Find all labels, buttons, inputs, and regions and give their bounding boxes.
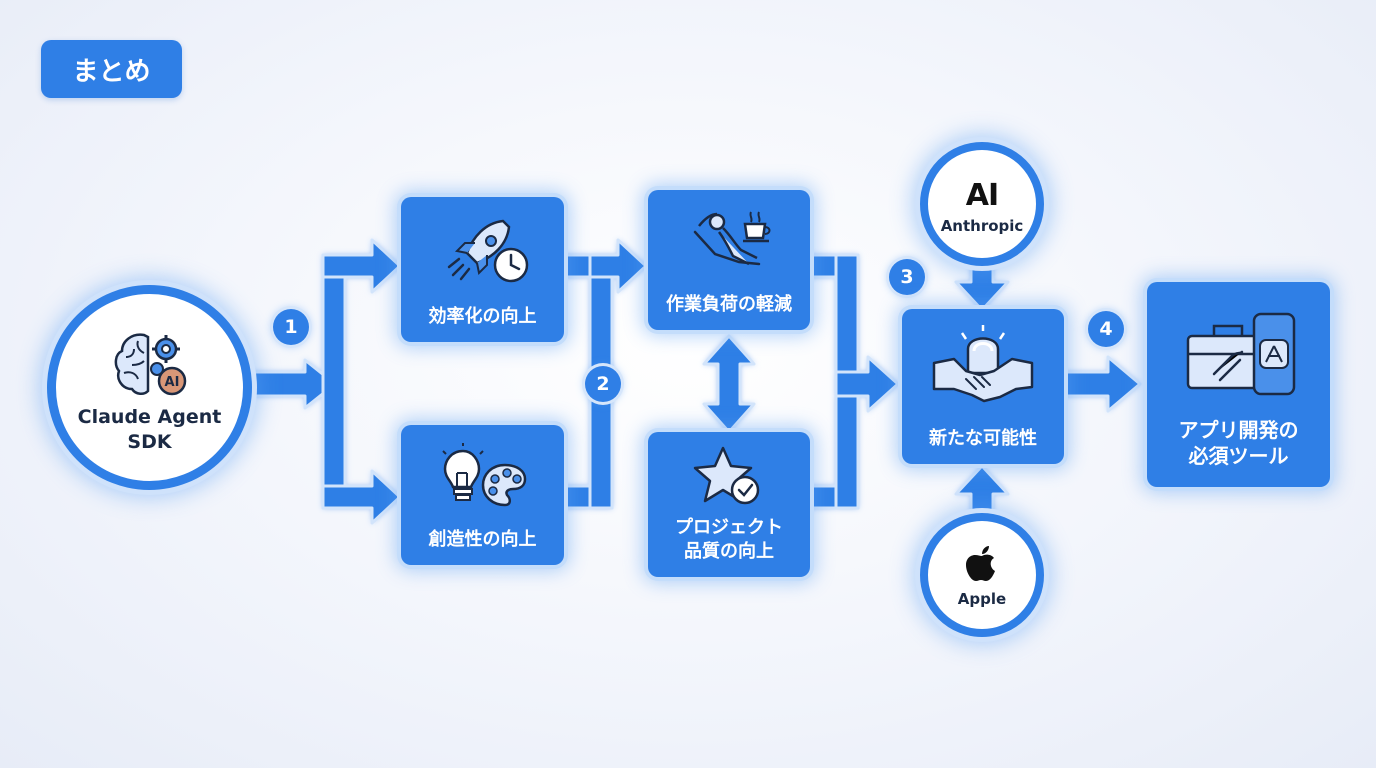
sdk-label: Claude Agent SDK [78,405,222,454]
relaxing-person-coffee-icon [648,204,810,274]
toolbox-phone-icon [1147,308,1330,398]
efficiency-label: 効率化の向上 [428,305,537,327]
creativity-node: 創造性の向上 [401,425,564,565]
step-number-3: 3 [889,259,925,295]
anthropic-node: AI Anthropic [920,142,1044,266]
apple-node: Apple [920,513,1044,637]
step-number-1: 1 [273,309,309,345]
sdk-label-line2: SDK [127,430,172,453]
arrow-to-tool [1062,355,1142,413]
rocket-clock-icon [401,215,564,285]
anthropic-logo: AI [965,177,999,213]
sdk-label-line1: Claude Agent [77,405,222,428]
double-arrow-workload-quality [702,334,756,434]
possibility-node: 新たな可能性 [902,309,1064,464]
sdk-ai-logo-text: AI [164,375,179,390]
sdk-node: AI Claude Agent SDK [47,285,252,490]
quality-node: プロジェクト 品質の向上 [648,432,810,577]
arrow-to-creativity [321,469,402,525]
arrow-to-efficiency [321,238,402,294]
workload-node: 作業負荷の軽減 [648,190,810,330]
branch-bar-left [321,258,347,510]
tool-node: アプリ開発の 必須ツール [1147,282,1330,487]
anthropic-label: Anthropic [940,216,1024,235]
creativity-label: 創造性の向上 [428,528,537,550]
tool-label-line2: 必須ツール [1188,444,1289,468]
apple-logo [963,544,1001,588]
star-check-icon [648,444,810,508]
apple-label: Apple [957,590,1007,608]
workload-label: 作業負荷の軽減 [666,293,792,315]
page-title: まとめ [41,40,182,98]
brain-gears-icon: AI [110,327,190,403]
tool-label-line1: アプリ開発の [1178,418,1299,442]
arrow-to-possibility [834,355,900,413]
quality-label: プロジェクト 品質の向上 [675,516,783,577]
step-number-4: 4 [1088,311,1124,347]
arrow-sdk-to-branch [248,358,337,410]
handshake-icon [902,323,1064,409]
step-number-2: 2 [585,366,621,402]
arrow-apple-up [954,464,1010,522]
quality-label-line2: 品質の向上 [684,540,774,562]
quality-label-line1: プロジェクト [675,517,783,539]
arrow-to-workload [588,238,648,294]
possibility-label: 新たな可能性 [929,427,1037,449]
lightbulb-palette-icon [401,443,564,513]
efficiency-node: 効率化の向上 [401,197,564,342]
tool-label: アプリ開発の 必須ツール [1179,417,1299,487]
